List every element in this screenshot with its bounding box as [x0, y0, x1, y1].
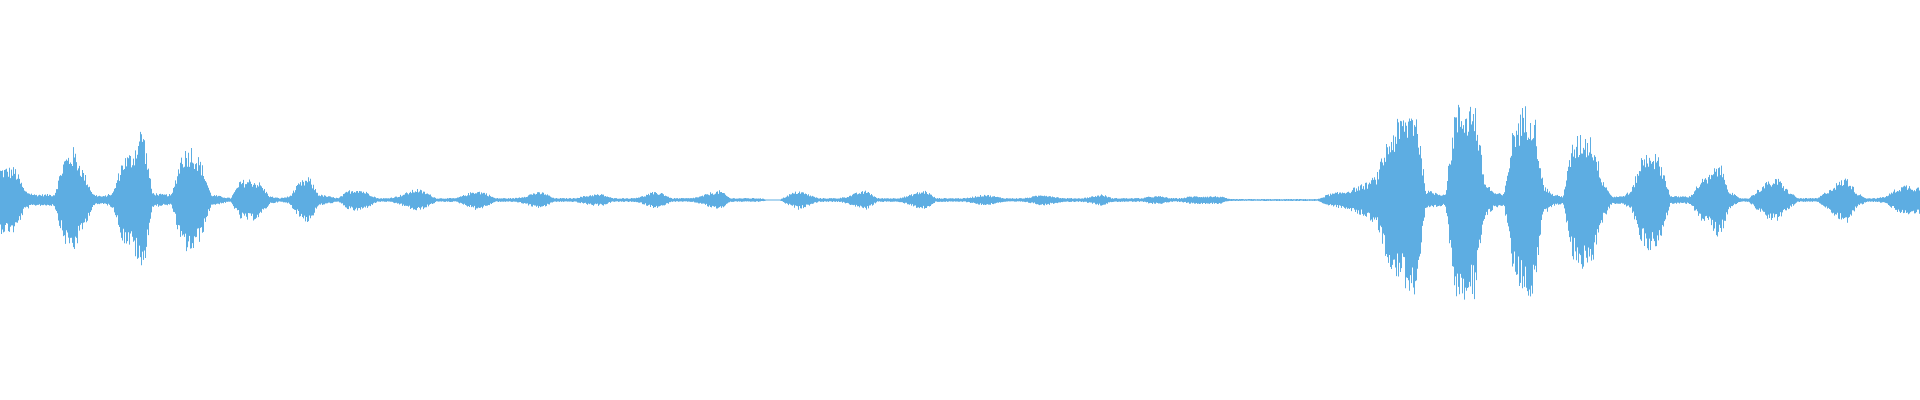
waveform-columns [0, 104, 1920, 300]
